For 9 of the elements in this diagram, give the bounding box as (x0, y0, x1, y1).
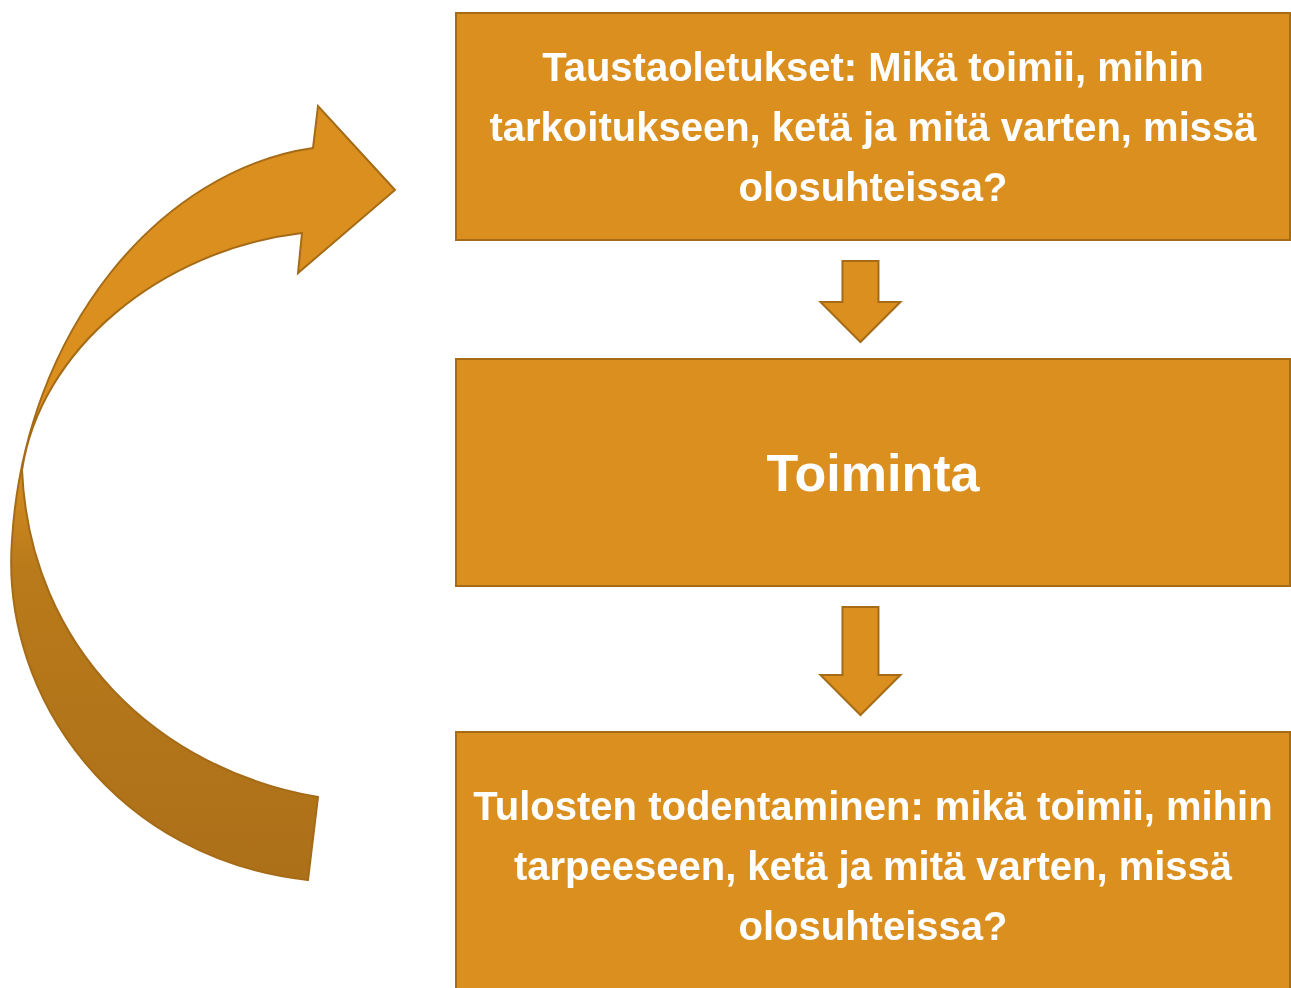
down-block-arrow (818, 606, 903, 717)
box-text: Tulosten todentaminen: mikä toimii, mihin tarpeeseen, ketä ja mitä varten, missä olosuhteissa? (472, 783, 1274, 950)
process-box (455, 358, 1291, 587)
box-text: Toiminta (766, 442, 980, 504)
curved-block-arrow (10, 105, 396, 881)
down-block-arrow (818, 260, 903, 344)
process-box (455, 731, 1291, 988)
process-box (455, 12, 1291, 241)
box-text: Taustaoletukset: Mikä toimii, mihin tarkoitukseen, ketä ja mitä varten, missä olosuhteissa? (488, 43, 1258, 211)
